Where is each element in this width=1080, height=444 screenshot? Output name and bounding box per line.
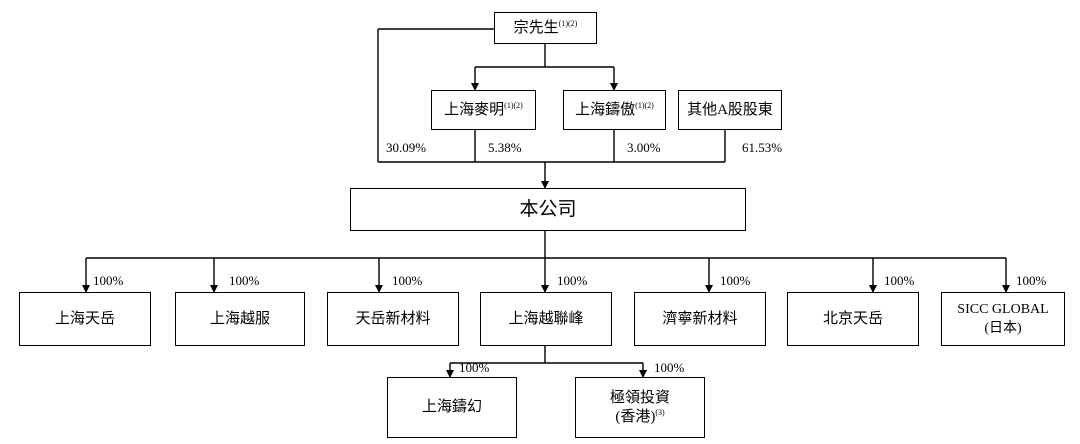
node-grand-2-sub: (香港) xyxy=(615,408,656,425)
node-other-name: 其他A股股東 xyxy=(687,101,773,118)
node-grand-1-name: 上海鑄幻 xyxy=(421,399,482,415)
pct-grand-2: 100% xyxy=(654,360,685,375)
pct-sub-6: 100% xyxy=(884,273,915,288)
node-grand-2: 極領投資 (香港)(3) xyxy=(575,377,705,438)
node-other-a-shareholders: 其他A股股東 xyxy=(678,90,782,130)
node-maiming-note: (1)(2) xyxy=(504,100,523,110)
node-sub-5: 濟寧新材料 xyxy=(634,292,766,346)
node-sub-6-name: 北京天岳 xyxy=(822,310,883,327)
pct-zhuao: 3.00% xyxy=(627,140,661,155)
node-sub-6: 北京天岳 xyxy=(787,292,919,346)
node-zong-name: 宗先生 xyxy=(513,19,559,36)
pct-zong: 30.09% xyxy=(386,140,427,155)
node-zhuao: 上海鑄傲(1)(2) xyxy=(563,90,666,130)
node-company: 本公司 xyxy=(350,188,746,231)
node-maiming: 上海麥明(1)(2) xyxy=(431,90,536,130)
node-zong: 宗先生(1)(2) xyxy=(494,12,597,44)
node-sub-5-name: 濟寧新材料 xyxy=(662,310,738,327)
pct-sub-3: 100% xyxy=(392,273,423,288)
node-sub-4-name: 上海越聯峰 xyxy=(508,310,584,327)
node-sub-3-name: 天岳新材料 xyxy=(355,310,431,327)
node-sub-1-name: 上海天岳 xyxy=(54,310,115,327)
node-zhuao-note: (1)(2) xyxy=(635,100,654,110)
pct-grand-1: 100% xyxy=(459,360,490,375)
node-sub-7-name: SICC GLOBAL xyxy=(957,302,1049,317)
node-sub-3: 天岳新材料 xyxy=(327,292,459,346)
node-sub-2-name: 上海越服 xyxy=(209,310,270,327)
node-sub-7: SICC GLOBAL (日本) xyxy=(941,292,1065,346)
node-grand-2-note: (3) xyxy=(655,407,665,417)
pct-other: 61.53% xyxy=(742,140,783,155)
pct-sub-2: 100% xyxy=(229,273,260,288)
node-sub-4: 上海越聯峰 xyxy=(480,292,612,346)
node-zong-note: (1)(2) xyxy=(558,18,578,28)
node-company-name: 本公司 xyxy=(519,199,577,220)
node-grand-1: 上海鑄幻 xyxy=(387,377,517,438)
pct-sub-1: 100% xyxy=(93,273,124,288)
node-zhuao-name: 上海鑄傲 xyxy=(575,101,636,118)
pct-sub-7: 100% xyxy=(1016,273,1047,288)
node-maiming-name: 上海麥明 xyxy=(444,101,505,118)
pct-sub-5: 100% xyxy=(720,273,751,288)
node-sub-2: 上海越服 xyxy=(175,292,305,346)
pct-sub-4: 100% xyxy=(557,273,588,288)
pct-maiming: 5.38% xyxy=(488,140,522,155)
node-sub-7-sub: (日本) xyxy=(984,321,1022,336)
node-grand-2-name: 極領投資 xyxy=(609,389,670,406)
node-sub-1: 上海天岳 xyxy=(19,292,151,346)
